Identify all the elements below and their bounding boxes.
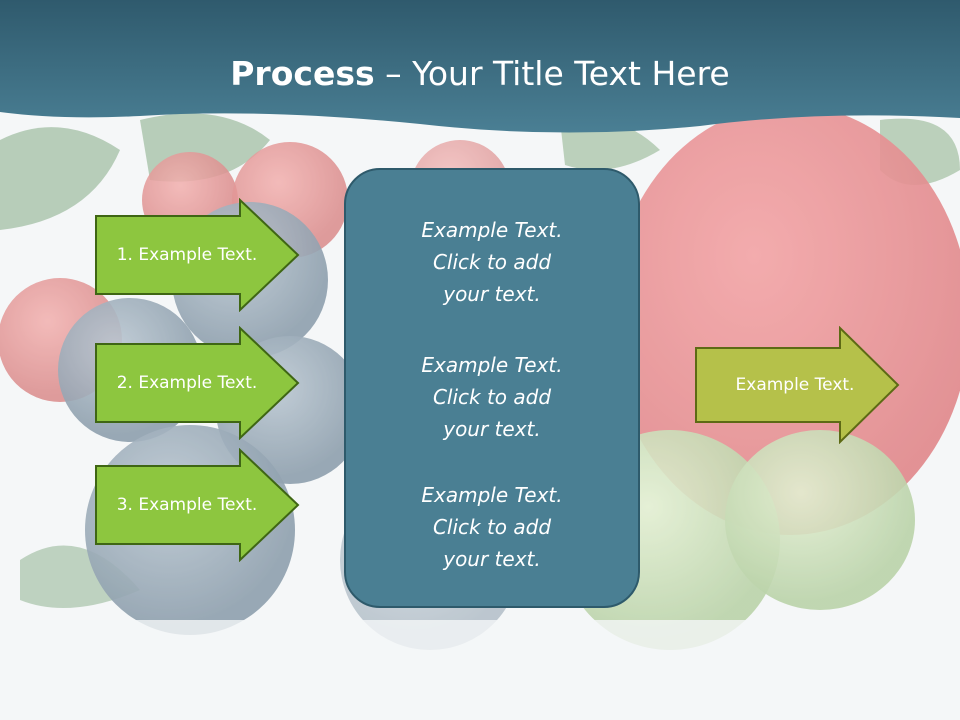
center-text-box[interactable]: Example Text. Click to add your text. Ex… (344, 168, 640, 608)
title-rest: – Your Title Text Here (374, 54, 730, 93)
text-block-1[interactable]: Example Text. Click to add your text. (346, 214, 638, 310)
block-1-line-3: your text. (443, 282, 541, 306)
arrow-2-label[interactable]: 2. Example Text. (116, 373, 258, 393)
arrow-shape-3 (95, 448, 300, 562)
block-1-line-2: Click to add (432, 250, 552, 274)
arrow-shape-2 (95, 326, 300, 440)
arrow-1-label[interactable]: 1. Example Text. (116, 245, 258, 265)
text-block-3[interactable]: Example Text. Click to add your text. (346, 479, 638, 575)
header-banner (0, 0, 960, 133)
block-3-line-3: your text. (443, 547, 541, 571)
block-3-line-1: Example Text. (421, 483, 563, 507)
arrow-shape-1 (95, 198, 300, 312)
text-block-2[interactable]: Example Text. Click to add your text. (346, 349, 638, 445)
title-bold: Process (230, 54, 375, 93)
right-arrow-label[interactable]: Example Text. (735, 375, 855, 395)
slide-title[interactable]: Process – Your Title Text Here (0, 50, 960, 98)
right-arrow-shape (695, 326, 900, 444)
block-2-line-2: Click to add (432, 385, 552, 409)
block-2-line-1: Example Text. (421, 353, 563, 377)
arrow-3-label[interactable]: 3. Example Text. (116, 495, 258, 515)
block-1-line-1: Example Text. (421, 218, 563, 242)
block-2-line-3: your text. (443, 417, 541, 441)
block-3-line-2: Click to add (432, 515, 552, 539)
